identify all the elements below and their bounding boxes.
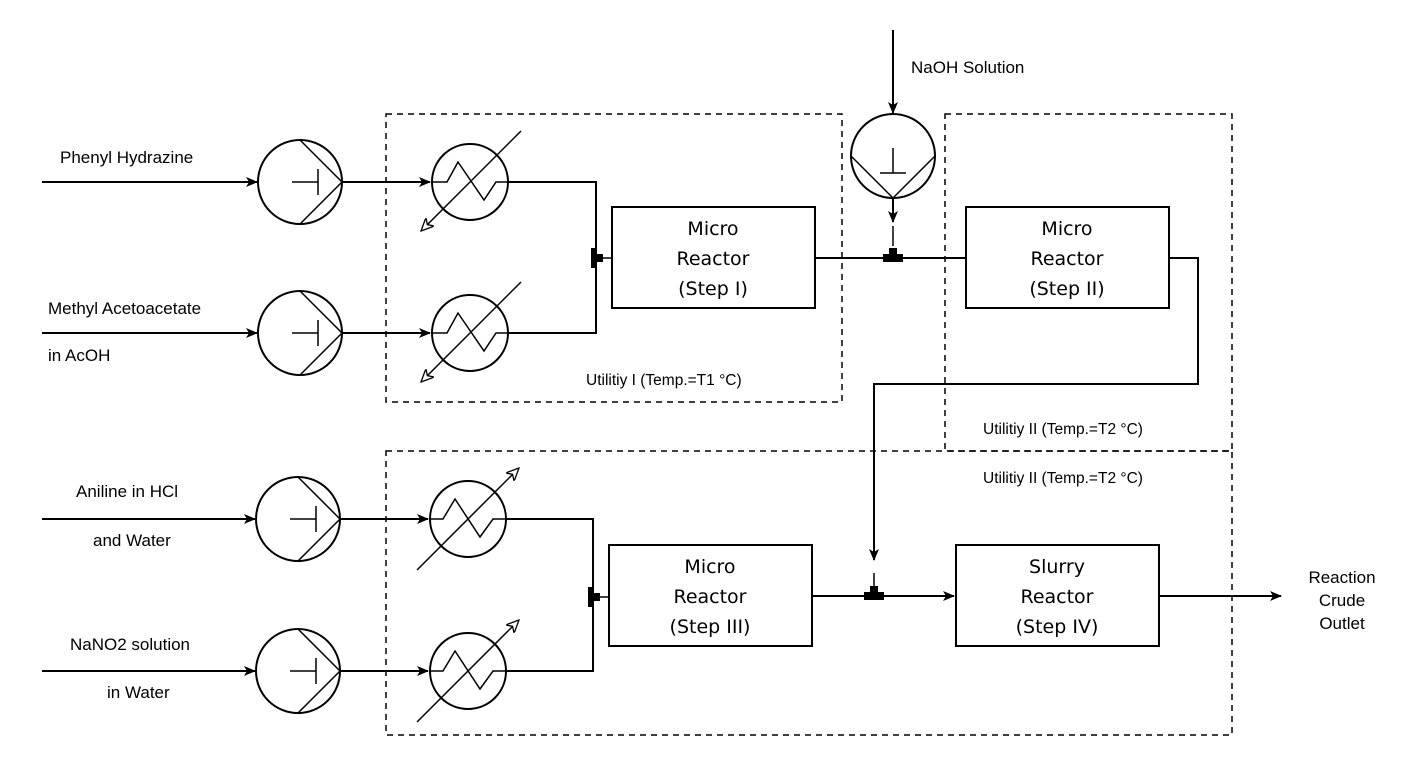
pump-icon <box>255 476 342 562</box>
feed-label-phenyl-hydrazine: Phenyl Hydrazine <box>60 148 193 167</box>
mixing-tee-icon <box>864 586 884 600</box>
reactor-2-line3: (Step II) <box>1029 278 1104 300</box>
outlet-line1: Reaction <box>1308 568 1375 587</box>
feed-line-methyl-acetoacetate: Methyl Acetoacetate in AcOH <box>42 258 597 382</box>
reactor-4-line3: (Step IV) <box>1016 616 1099 638</box>
feed-label-nano2-2: in Water <box>107 683 170 702</box>
feed-line-phenyl-hydrazine: Phenyl Hydrazine <box>42 130 597 258</box>
feed-label-aniline: Aniline in HCl <box>76 482 178 501</box>
micro-reactor-step-3: Micro Reactor (Step III) <box>608 544 813 647</box>
mixing-tee-icon <box>591 248 612 268</box>
feed-label-methyl-acetoacetate-2: in AcOH <box>48 346 110 365</box>
heat-exchanger-icon <box>421 130 522 231</box>
feed-label-nano2: NaNO2 solution <box>70 635 190 654</box>
utility-zone-3-label: Utilitiy II (Temp.=T2 °C) <box>983 470 1143 487</box>
heat-exchanger-icon <box>416 620 519 723</box>
slurry-reactor-step-4: Slurry Reactor (Step IV) <box>955 544 1160 647</box>
utility-zone-2-label: Utilitiy II (Temp.=T2 °C) <box>983 421 1143 438</box>
feed-label-methyl-acetoacetate: Methyl Acetoacetate <box>48 299 201 318</box>
heat-exchanger-icon <box>416 468 519 571</box>
heat-exchanger-icon <box>421 281 522 382</box>
outlet-line2: Crude <box>1319 591 1365 610</box>
outlet-label: Reaction Crude Outlet <box>1308 568 1375 633</box>
pump-icon <box>255 628 342 714</box>
feed-line-naoh: NaOH Solution <box>850 30 1024 246</box>
outlet-line3: Outlet <box>1319 614 1365 633</box>
reactor-1-line2: Reactor <box>676 248 749 270</box>
mixing-tee-icon <box>588 587 609 607</box>
utility-zone-3: Utilitiy II (Temp.=T2 °C) <box>385 450 1233 736</box>
feed-label-aniline-2: and Water <box>93 531 171 550</box>
mixing-tee-icon <box>883 248 903 262</box>
feed-label-naoh: NaOH Solution <box>911 58 1024 77</box>
reactor-2-line2: Reactor <box>1030 248 1103 270</box>
feed-line-aniline: Aniline in HCl and Water <box>42 468 594 597</box>
flow-line-step2-to-junction <box>869 257 1199 561</box>
reactor-4-line2: Reactor <box>1020 586 1093 608</box>
reactor-1-line1: Micro <box>687 218 738 240</box>
feed-line-nano2: NaNO2 solution in Water <box>42 597 594 723</box>
utility-zone-1-label: Utilitiy I (Temp.=T1 °C) <box>586 372 742 389</box>
pump-icon <box>257 290 344 376</box>
reactor-3-line1: Micro <box>684 556 735 578</box>
reactor-3-line3: (Step III) <box>670 616 751 638</box>
reactor-3-line2: Reactor <box>673 586 746 608</box>
reactor-1-line3: (Step I) <box>678 278 748 300</box>
pump-icon <box>850 113 936 200</box>
reactor-4-line1: Slurry <box>1029 556 1085 578</box>
utility-zone-2: Utilitiy II (Temp.=T2 °C) <box>944 113 1233 452</box>
pump-icon <box>257 139 344 225</box>
micro-reactor-step-2: Micro Reactor (Step II) <box>965 206 1170 309</box>
reactor-2-line1: Micro <box>1041 218 1092 240</box>
micro-reactor-step-1: Micro Reactor (Step I) <box>611 206 816 309</box>
